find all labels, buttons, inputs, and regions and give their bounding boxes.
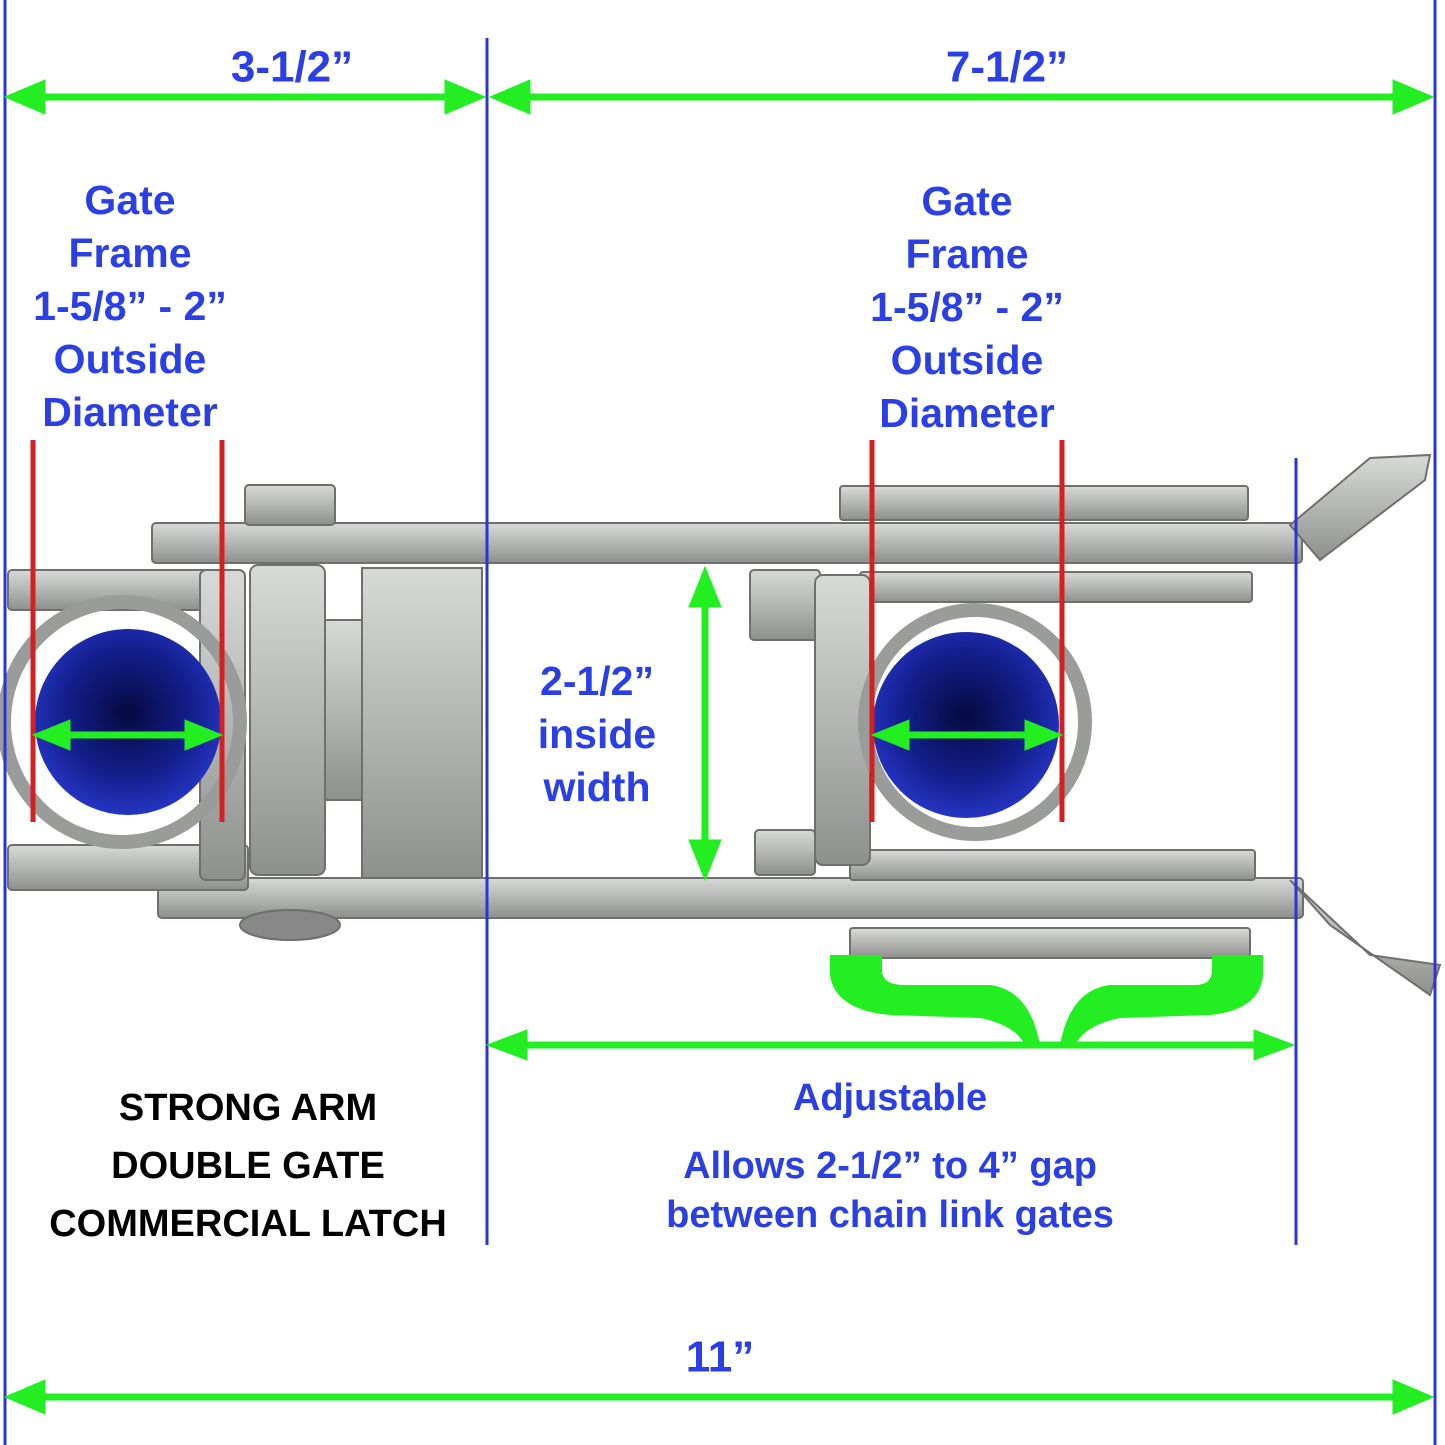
gate-frame-right-line: Gate (921, 178, 1012, 224)
inside-width-line: 2-1/2” (540, 658, 654, 704)
arrow-pipe-left (31, 719, 224, 751)
gate-frame-left-line: Gate (84, 177, 175, 223)
arrow-left-width (3, 79, 487, 115)
arrow-inside-width (688, 565, 722, 882)
gate-frame-right-line: Frame (905, 231, 1028, 277)
inside-width-line: width (542, 764, 650, 810)
arrow-adjustable (485, 1029, 1296, 1061)
gate-frame-left-line: Outside (54, 336, 207, 382)
adjustable-title: Adjustable (793, 1077, 987, 1119)
arrow-total-width (3, 1379, 1435, 1415)
gate-frame-right-label: Gate Frame 1-5/8” - 2” Outside Diameter (870, 178, 1064, 436)
left-width-label: 3-1/2” (231, 43, 353, 92)
gate-frame-right-line: 1-5/8” - 2” (870, 284, 1064, 330)
adjustable-line1: Allows 2-1/2” to 4” gap (683, 1145, 1097, 1187)
gate-frame-right-line: Diameter (879, 390, 1055, 436)
gate-frame-left-line: Frame (68, 230, 191, 276)
product-name: STRONG ARM DOUBLE GATE COMMERCIAL LATCH (49, 1087, 447, 1245)
gate-frame-pipe-left (35, 629, 221, 815)
adjustable-line2: between chain link gates (666, 1194, 1114, 1236)
guide-lines (3, 0, 1437, 1445)
dimension-arrows (3, 79, 1435, 1415)
total-width-label: 11” (686, 1333, 755, 1382)
arrow-right-width (488, 79, 1435, 115)
gate-frame-left-label: Gate Frame 1-5/8” - 2” Outside Diameter (33, 177, 227, 435)
product-name-line: COMMERCIAL LATCH (49, 1203, 447, 1245)
inside-width-label: 2-1/2” inside width (538, 658, 656, 810)
gate-frame-pipe-right (873, 632, 1059, 818)
product-name-line: STRONG ARM (119, 1087, 377, 1129)
product-name-line: DOUBLE GATE (111, 1145, 385, 1187)
gate-frame-left-line: Diameter (42, 389, 218, 435)
right-width-label: 7-1/2” (946, 43, 1068, 92)
gate-frame-left-line: 1-5/8” - 2” (33, 283, 227, 329)
adjustable-brace (830, 955, 1263, 1045)
gate-frame-right-line: Outside (891, 337, 1044, 383)
inside-width-line: inside (538, 711, 656, 757)
frame-markers (30, 440, 1065, 822)
arrow-pipe-right (870, 719, 1064, 751)
latch-illustration (0, 453, 1442, 997)
